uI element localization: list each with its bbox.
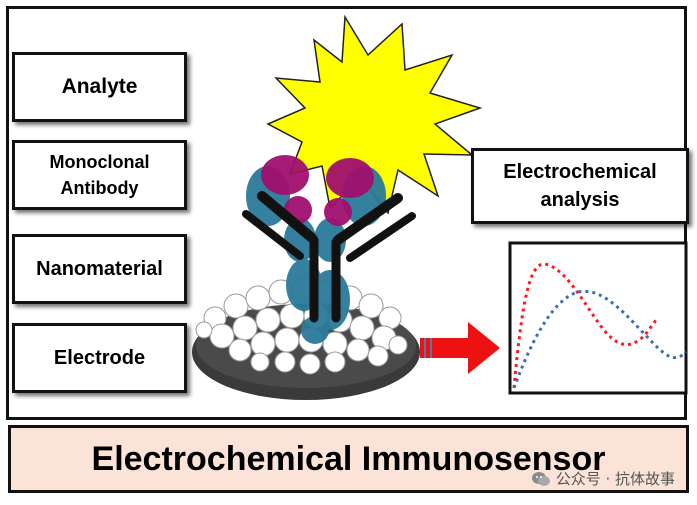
- label-electrochemical-analysis: Electrochemical analysis: [471, 148, 689, 224]
- label-analysis-line2: analysis: [540, 189, 620, 211]
- label-analyte-text: Analyte: [61, 75, 138, 98]
- label-nanomaterial-text: Nanomaterial: [36, 257, 163, 280]
- watermark: 公众号 · 抗体故事: [531, 468, 675, 489]
- label-electrode: Electrode: [12, 323, 187, 393]
- analysis-plot: [508, 241, 688, 395]
- antibody-symbol: [242, 191, 416, 323]
- monoclonal-antibody: [242, 155, 416, 344]
- label-monoclonal-antibody: Monoclonal Antibody: [12, 140, 187, 210]
- label-antibody-line1: Monoclonal: [49, 152, 150, 172]
- title-banner: Electrochemical Immunosensor: [8, 425, 689, 493]
- label-antibody-line2: Antibody: [60, 178, 139, 198]
- label-electrode-text: Electrode: [53, 346, 146, 369]
- label-nanomaterial: Nanomaterial: [12, 234, 187, 304]
- analyte-starburst: [266, 14, 483, 215]
- wechat-icon: [531, 471, 550, 486]
- watermark-text: 公众号 · 抗体故事: [555, 470, 675, 488]
- signal-arrow: [420, 322, 500, 374]
- curve-blue: [512, 289, 688, 389]
- banner-title: Electrochemical Immunosensor: [91, 439, 606, 478]
- label-analyte: Analyte: [12, 52, 187, 122]
- label-analysis-line1: Electrochemical: [503, 161, 657, 183]
